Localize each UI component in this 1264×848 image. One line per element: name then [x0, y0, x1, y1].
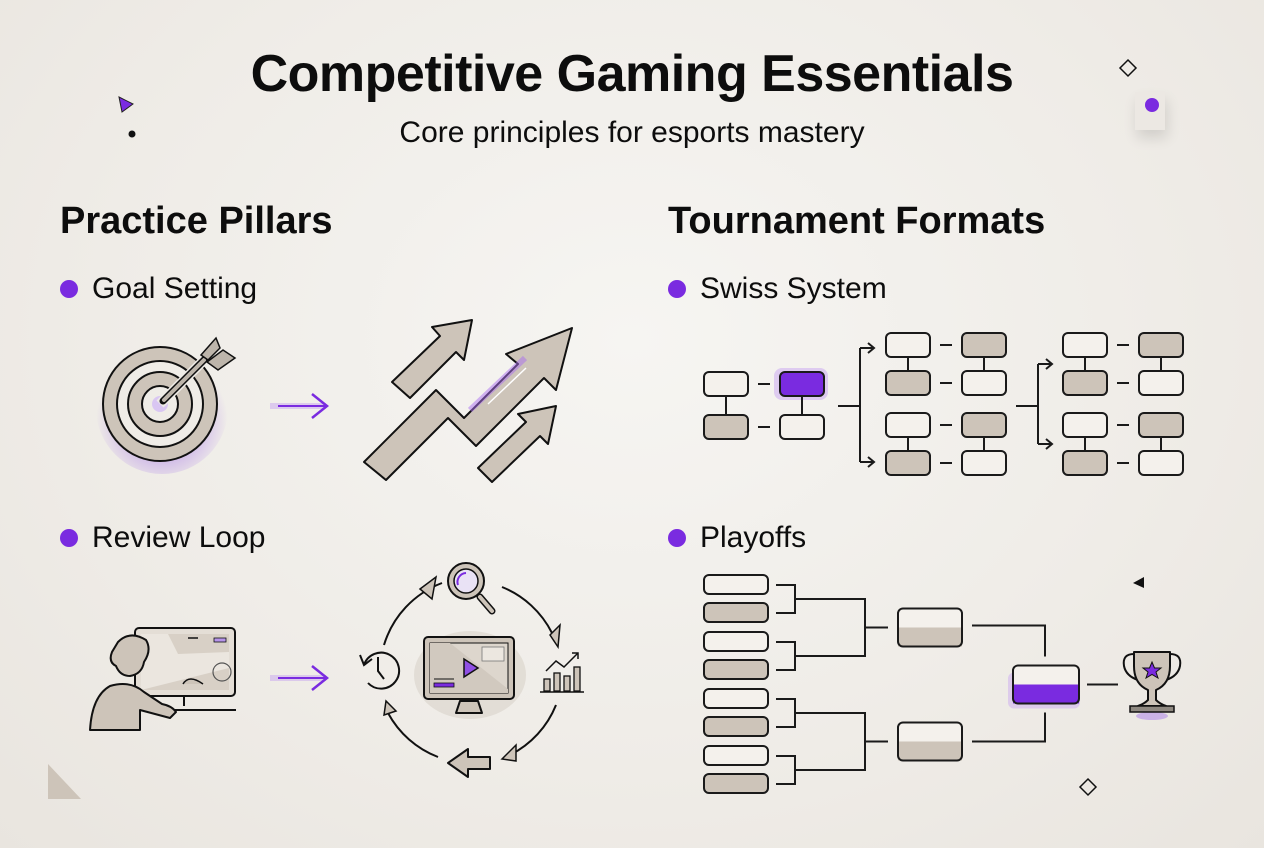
item-goal-setting: Goal Setting — [60, 272, 257, 306]
bracket-slot — [885, 412, 931, 438]
page-title: Competitive Gaming Essentials — [250, 45, 1014, 103]
bracket-slot — [703, 602, 769, 623]
bracket-slot — [885, 370, 931, 396]
bracket-slot — [961, 332, 1007, 358]
bullet-icon — [60, 529, 78, 547]
review-cycle-icon — [359, 562, 584, 778]
bracket-slot — [703, 631, 769, 652]
bracket-slot — [961, 412, 1007, 438]
item-review-loop: Review Loop — [60, 521, 265, 555]
diamond-decoration — [1118, 58, 1138, 78]
magnifier-icon — [447, 562, 496, 615]
triangle-black-decoration — [1133, 577, 1144, 588]
player-at-monitor-icon — [89, 627, 236, 731]
bracket-slot — [885, 450, 931, 476]
dot-decoration — [128, 130, 136, 138]
bracket-slot-highlight — [779, 371, 825, 397]
triangle-decoration — [118, 96, 134, 113]
item-label: Goal Setting — [92, 272, 258, 305]
elimination-bracket-diagram — [703, 574, 1118, 794]
back-arrow-icon — [447, 748, 491, 778]
arrow-right-icon — [270, 665, 330, 691]
bracket-slot — [703, 688, 769, 709]
bracket-slot — [1062, 450, 1108, 476]
arrow-right-icon — [270, 393, 330, 419]
bracket-slot — [703, 659, 769, 680]
item-label: Swiss System — [700, 272, 887, 305]
bracket-slot — [703, 745, 769, 766]
bullet-icon — [668, 280, 686, 298]
bracket-slot — [1062, 370, 1108, 396]
bracket-slot — [703, 414, 749, 440]
bracket-slot — [1138, 450, 1184, 476]
bracket-slot — [703, 716, 769, 737]
item-playoffs: Playoffs — [668, 521, 806, 555]
bracket-slot — [703, 574, 769, 595]
bar-chart-icon — [540, 652, 584, 693]
section-title-practice-pillars: Practice Pillars — [60, 200, 333, 242]
bullet-icon — [60, 280, 78, 298]
page-subtitle: Core principles for esports mastery — [399, 116, 865, 149]
item-label: Playoffs — [700, 521, 807, 554]
diamond-bottom-decoration — [1078, 777, 1098, 797]
purple-dot-decoration — [1145, 98, 1159, 112]
bracket-slot — [885, 332, 931, 358]
trophy-icon — [1122, 651, 1182, 720]
bracket-slot — [1138, 412, 1184, 438]
section-title-tournament-formats: Tournament Formats — [668, 200, 1046, 242]
bracket-slot — [779, 414, 825, 440]
bracket-slot — [1062, 332, 1108, 358]
bracket-slot — [961, 450, 1007, 476]
bullet-icon — [668, 529, 686, 547]
trending-up-arrows-icon — [363, 319, 573, 483]
bracket-slot — [1138, 370, 1184, 396]
history-clock-icon — [359, 651, 401, 690]
item-swiss-system: Swiss System — [668, 272, 887, 306]
bracket-slot — [703, 371, 749, 397]
target-dart-icon — [96, 336, 237, 474]
bracket-slot — [1138, 332, 1184, 358]
triangle-beige-decoration — [48, 764, 81, 799]
video-monitor-icon — [414, 631, 526, 719]
bracket-slot — [961, 370, 1007, 396]
item-label: Review Loop — [92, 521, 266, 554]
bracket-slot — [703, 773, 769, 794]
swiss-bracket-diagram — [703, 332, 1184, 476]
bracket-slot — [1062, 412, 1108, 438]
